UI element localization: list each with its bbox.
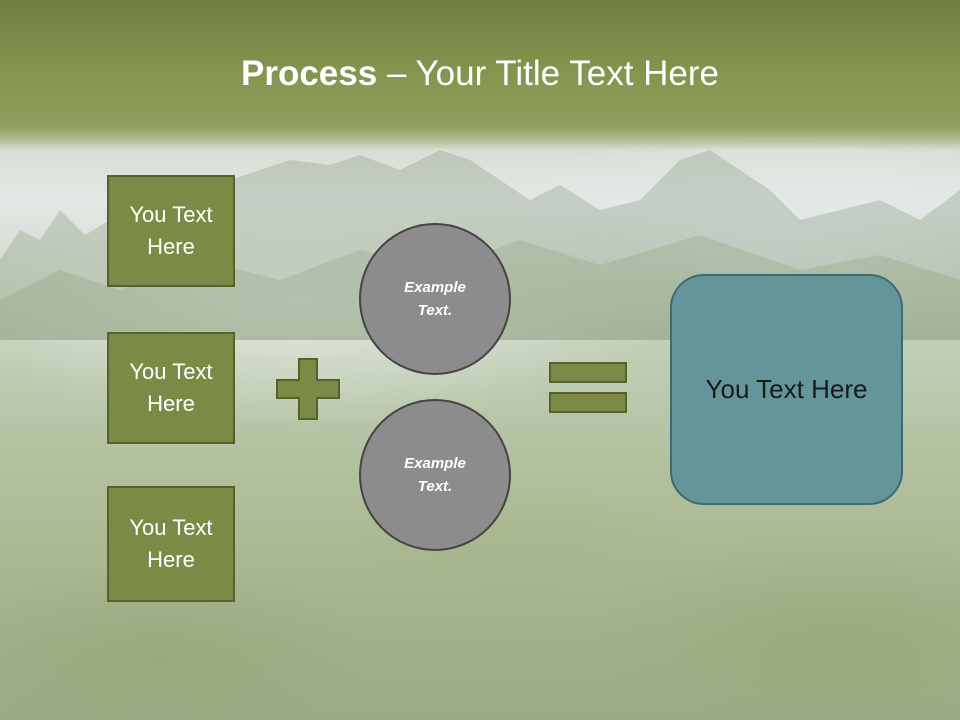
input-box-label: You Text Here: [129, 359, 213, 416]
example-circle-2: Example Text.: [359, 399, 511, 551]
circle-label: Example Text.: [404, 279, 466, 319]
input-box-3: You Text Here: [107, 486, 235, 602]
title-rest: – Your Title Text Here: [377, 54, 719, 93]
plus-icon: [276, 358, 340, 420]
title-strong: Process: [241, 54, 378, 93]
title-banner: [0, 0, 960, 150]
equals-icon-bottom-bar: [549, 392, 627, 413]
example-circle-1: Example Text.: [359, 223, 511, 375]
input-box-label: You Text Here: [129, 515, 213, 572]
equals-icon-top-bar: [549, 362, 627, 383]
input-box-2: You Text Here: [107, 332, 235, 444]
input-box-1: You Text Here: [107, 175, 235, 287]
result-label: You Text Here: [705, 374, 868, 404]
circle-label: Example Text.: [404, 455, 466, 495]
input-box-label: You Text Here: [129, 202, 213, 259]
slide-title: Process – Your Title Text Here: [0, 52, 960, 96]
result-box: You Text Here: [670, 274, 903, 505]
